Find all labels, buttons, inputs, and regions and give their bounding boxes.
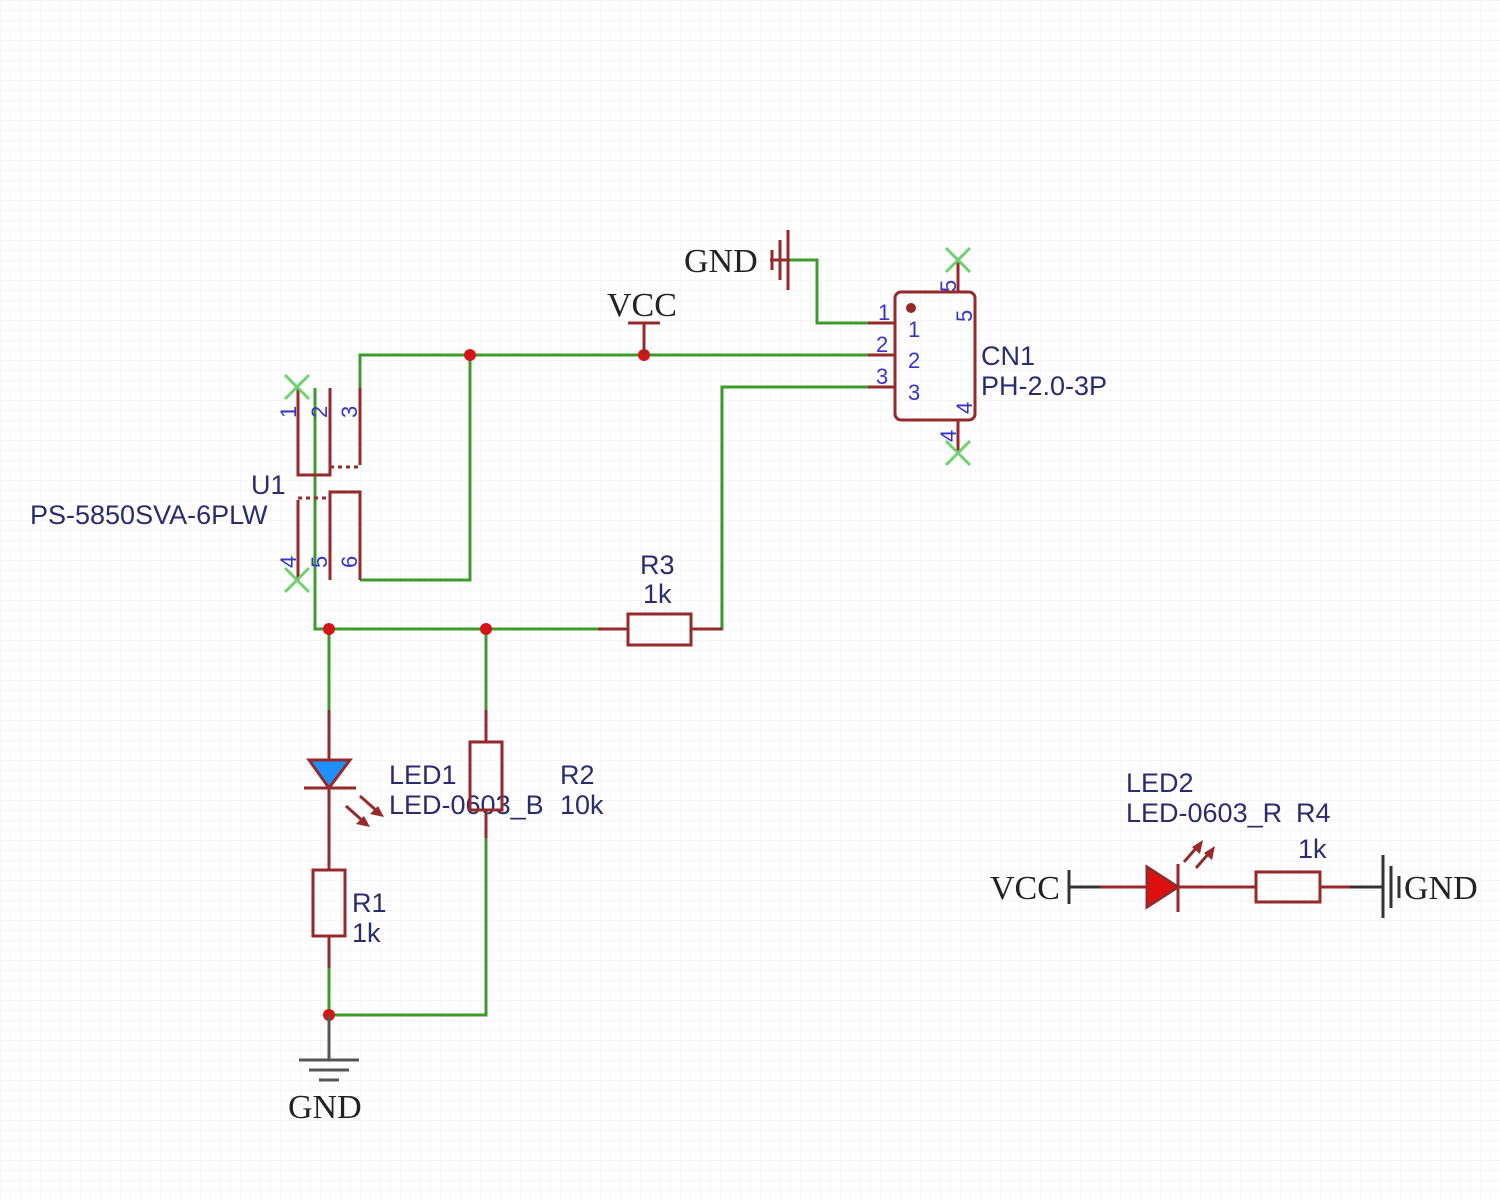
u1-ref: U1 [251,470,286,500]
light-arrows-icon [345,794,384,827]
pin-number: 5 [952,310,977,322]
wire-vcc-net[interactable] [358,353,868,388]
led2-value: LED-0603_R [1126,798,1282,828]
gnd-label-top: GND [684,243,758,280]
resistor-r2[interactable]: R2 10k [468,710,604,838]
pin-number: 2 [908,348,920,373]
no-connect-icon [944,439,972,467]
resistor-r1[interactable]: R1 1k [311,868,387,968]
pin-number: 1 [908,317,920,342]
led1-ref: LED1 [389,760,457,790]
led2-diode-icon [1145,864,1181,910]
led-led1[interactable]: LED1 LED-0603_B [304,710,544,870]
wire-gnd-return[interactable] [327,838,488,1017]
gnd-symbol-top[interactable]: GND [684,230,790,290]
gnd-symbol-bottom[interactable]: GND [288,1015,362,1126]
junction [323,623,335,635]
junction [464,349,476,361]
r1-value: 1k [352,918,381,948]
r1-ref: R1 [352,888,387,918]
r2-ref: R2 [560,760,595,790]
gnd-symbol-right[interactable]: GND [1350,855,1478,918]
r3-value: 1k [643,579,672,609]
no-connect-icon [283,566,311,594]
pin-number: 1 [878,300,890,325]
gnd-label-right: GND [1404,870,1478,907]
vcc-label-top: VCC [607,287,677,324]
pin-number: 1 [276,406,301,418]
connector-cn1[interactable]: 1 2 3 1 2 3 5 5 4 4 CN1 PH-2.0-3P [868,246,1107,467]
switch-u1[interactable]: 1 2 3 4 5 6 U1 PS-5850SVA-6PLW [30,373,362,594]
vcc-symbol-right[interactable]: VCC [990,870,1100,907]
r4-value: 1k [1298,834,1327,864]
pin-number: 4 [276,556,301,568]
led1-value: LED-0603_B [389,790,544,820]
pin-number: 4 [952,402,977,414]
cn1-ref: CN1 [981,341,1035,371]
pin-number: 6 [337,556,362,568]
r2-value: 10k [560,790,604,820]
light-arrows-icon [1182,840,1215,869]
led-led2[interactable]: LED2 LED-0603_R [1100,768,1282,912]
vcc-symbol-top[interactable]: VCC [607,287,677,355]
no-connect-icon [283,373,311,401]
wires [313,258,868,1017]
no-connect-icon [944,246,972,274]
wire-u1-pin6[interactable] [360,355,472,582]
pin-number: 3 [337,406,362,418]
r4-ref: R4 [1296,798,1331,828]
gnd-label-bottom: GND [288,1089,362,1126]
vcc-label-right: VCC [990,870,1060,907]
resistor-r4[interactable]: R4 1k [1254,798,1350,904]
pin-number: 3 [908,380,920,405]
pin-number: 4 [936,430,961,442]
pin-number: 5 [307,556,332,568]
pin-number: 3 [876,364,888,389]
resistor-r3[interactable]: R3 1k [598,550,722,647]
pin-number: 2 [307,406,332,418]
pin-number: 5 [936,280,961,292]
u1-value: PS-5850SVA-6PLW [30,500,268,530]
wire-u1-pin2-5[interactable] [313,388,598,631]
junction [480,623,492,635]
cn1-value: PH-2.0-3P [981,371,1107,401]
led1-diode-icon [306,758,353,791]
r3-ref: R3 [640,550,675,580]
pin-number: 2 [876,332,888,357]
led2-ref: LED2 [1126,768,1194,798]
wire-gnd-cn1-pin1[interactable] [790,258,868,325]
